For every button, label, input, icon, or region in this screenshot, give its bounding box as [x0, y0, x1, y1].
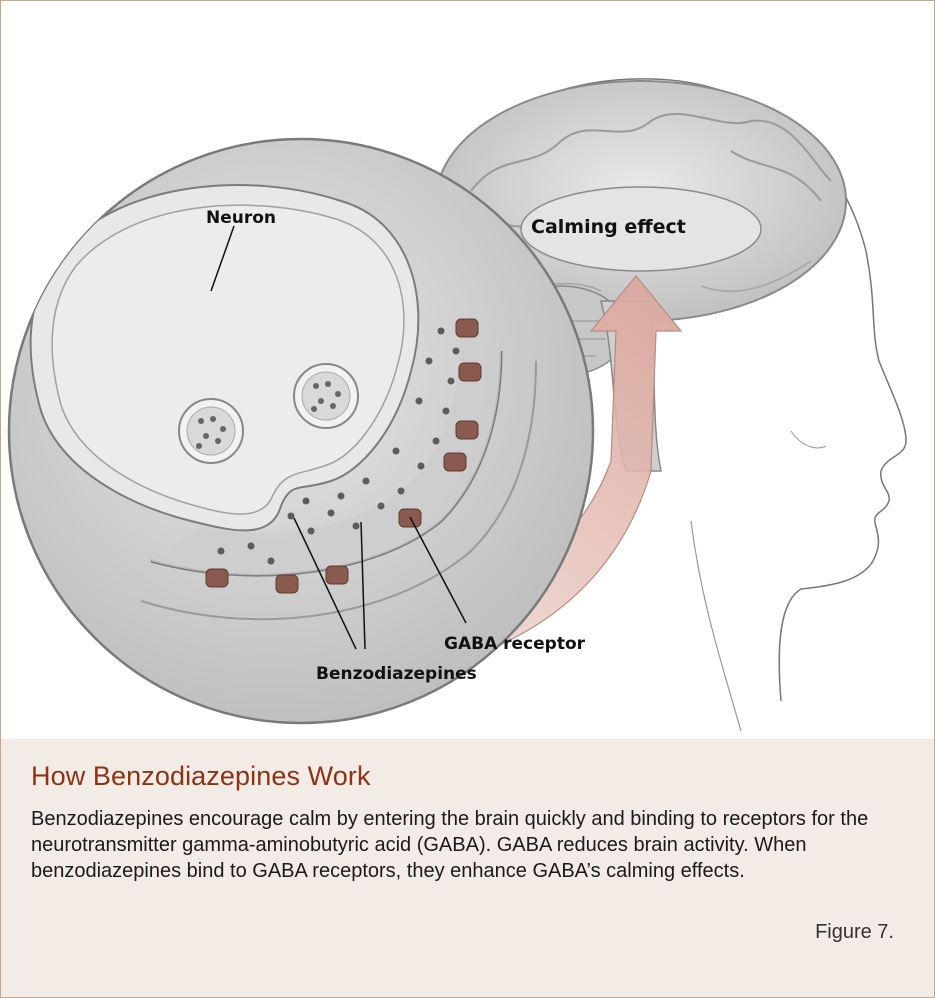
caption-title: How Benzodiazepines Work [31, 761, 371, 792]
benzodiazepine-illustration: Neuron Calming effect GABA receptor Benz… [1, 1, 934, 741]
label-gaba-receptor: GABA receptor [444, 634, 586, 654]
label-calming-effect: Calming effect [531, 216, 686, 238]
label-benzodiazepines: Benzodiazepines [316, 664, 477, 684]
caption-body: Benzodiazepines encourage calm by enteri… [31, 806, 901, 884]
label-neuron: Neuron [206, 208, 276, 228]
figure-number: Figure 7. [815, 921, 894, 944]
